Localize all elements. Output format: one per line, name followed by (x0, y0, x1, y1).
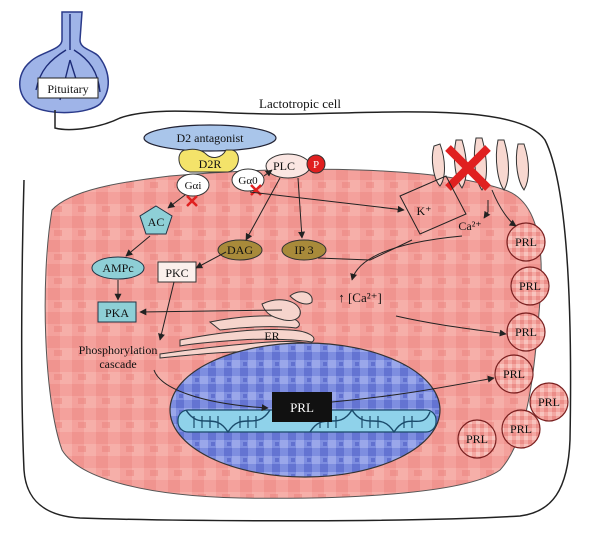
dag-node: DAG (217, 239, 263, 261)
phosphorylation-label-line2: cascade (99, 357, 136, 371)
prl-vesicle (510, 266, 550, 306)
g-alpha-0-label: Gα0 (238, 175, 258, 187)
ac-label: AC (148, 215, 165, 229)
g-alpha-i: Gαi (176, 173, 210, 207)
prl-gene-box (272, 392, 332, 422)
prl-vesicles: PRL PRL PRL PRL PRL PRL PRL (457, 222, 569, 459)
pituitary-label: Pituitary (47, 82, 88, 96)
k-plus-label: K⁺ (417, 204, 432, 218)
k-ca-exchange: K⁺ Ca²⁺ (399, 175, 482, 235)
ip3-node: IP 3 (281, 239, 327, 261)
prl-vesicle-label: PRL (466, 432, 488, 446)
prl-vesicle (506, 312, 546, 352)
cell-label: Lactotropic cell (259, 96, 341, 111)
arrow-ac-to-ampc (125, 235, 151, 257)
phosphorylation-label-line1: Phosphorylation (79, 343, 158, 357)
arrow-ga0-to-plc (263, 169, 273, 177)
d2-antagonist-label: D2 antagonist (177, 131, 245, 145)
d2r-receptor: D2R (178, 148, 239, 173)
d2r-label: D2R (199, 157, 222, 171)
er-label: ER (264, 329, 279, 343)
pituitary-label-box (37, 77, 99, 99)
arrow-ip3-to-er (317, 239, 413, 261)
nucleus: PRL (169, 342, 441, 478)
g-alpha-i-label: Gαi (185, 180, 202, 192)
prl-vesicle-label: PRL (503, 367, 525, 381)
nucleus-prl-label: PRL (290, 400, 314, 415)
arrow-gai-to-ac (167, 194, 186, 209)
prl-vesicle (529, 382, 569, 422)
phosphate-label: P (313, 159, 319, 171)
ion-channels (431, 137, 529, 191)
ampc-label: AMPc (102, 261, 133, 275)
arrow-plc-to-dag (245, 177, 281, 241)
pka-node: PKA (97, 301, 137, 323)
arrow-channel-to-ca (483, 200, 491, 219)
arrow-gene-to-prl (331, 375, 495, 403)
ip3-label: IP 3 (294, 243, 313, 257)
arrow-calcium-to-vesicles (395, 315, 507, 337)
g-alpha-i-inhibit-icon (186, 195, 198, 207)
channel-block-x-icon (445, 145, 491, 191)
arrow-to-prl-vesicle (491, 189, 517, 227)
plc-label: PLC (273, 159, 295, 173)
ca-channel-label: Ca²⁺ (458, 219, 481, 233)
prl-vesicle-label: PRL (519, 279, 541, 293)
arrow-pkc-to-cascade (158, 281, 175, 341)
pkc-node: PKC (157, 261, 197, 283)
arrow-ga0-to-k-channel (249, 191, 405, 213)
prl-vesicle (457, 419, 497, 459)
d2-antagonist: D2 antagonist (143, 124, 277, 152)
arrow-plc-to-ip3 (297, 177, 306, 239)
pituitary-gland: Pituitary (19, 11, 109, 114)
pka-label: PKA (105, 306, 129, 320)
ampc-node: AMPc (91, 256, 145, 280)
prl-vesicle-label: PRL (515, 325, 537, 339)
adenylyl-cyclase: AC (139, 205, 173, 235)
prl-vesicle (506, 222, 546, 262)
prl-vesicle (494, 354, 534, 394)
arrow-calcium-to-pka (139, 308, 283, 316)
pathway-arrows (114, 169, 517, 412)
arrow-cascade-to-gene (153, 369, 269, 412)
dag-label: DAG (227, 243, 253, 257)
plc-enzyme: PLC P (265, 153, 326, 179)
calcium-rise-label: ↑ [Ca²⁺] (338, 290, 382, 305)
pkc-label: PKC (165, 266, 188, 280)
cell-membrane (20, 110, 572, 522)
prl-vesicle-label: PRL (538, 395, 560, 409)
prl-vesicle (501, 409, 541, 449)
prl-vesicle-label: PRL (510, 422, 532, 436)
arrow-dag-to-pkc (195, 251, 227, 269)
prl-vesicle-label: PRL (515, 235, 537, 249)
